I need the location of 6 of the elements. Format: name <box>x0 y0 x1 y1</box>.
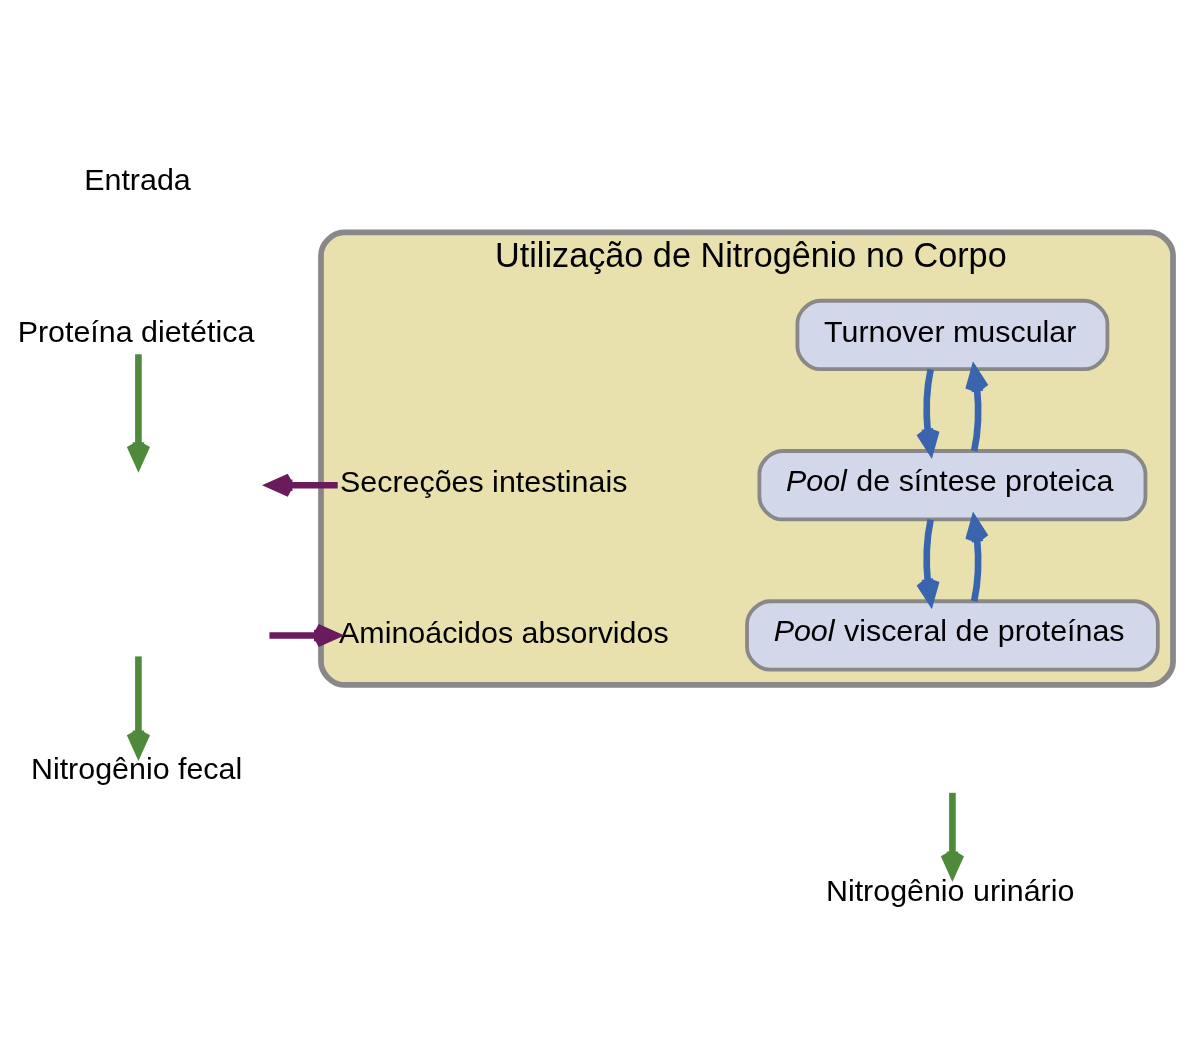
label: Entrada <box>84 162 191 197</box>
node-text: Nitrogênio urinário <box>825 872 1075 907</box>
node-text: Nitrogênio fecal <box>30 751 243 786</box>
node-text: Secreções intestinais <box>340 464 628 499</box>
node-text: Proteína dietética <box>17 314 255 349</box>
node-text: Aminoácidos absorvidos <box>339 614 669 649</box>
